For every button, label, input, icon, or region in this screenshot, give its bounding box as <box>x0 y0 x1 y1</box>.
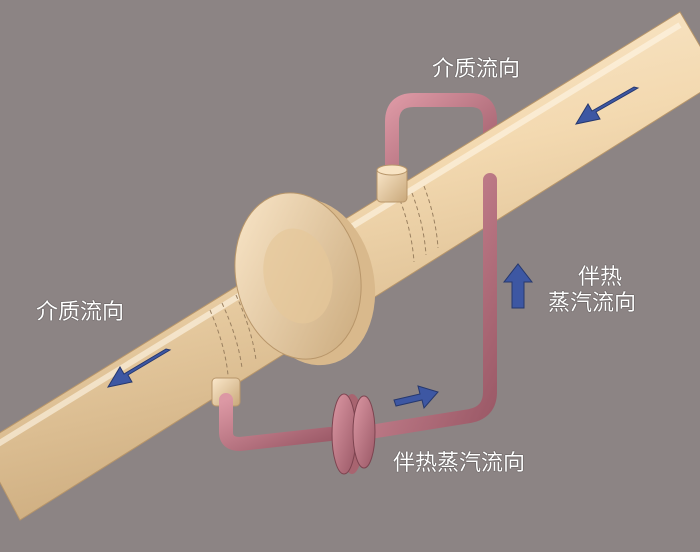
steam-flow-label-bottom: 伴热蒸汽流向 <box>393 451 526 476</box>
medium-flow-arrow-upper <box>574 86 640 125</box>
tracer-pipe-lower <box>219 393 337 452</box>
flow-arrows <box>106 86 640 410</box>
steam-flow-label-right-line1: 伴热 <box>578 265 623 290</box>
medium-flow-label-left: 介质流向 <box>36 300 125 325</box>
jacket-dashed-lines <box>209 185 439 376</box>
steam-flow-arrow-bottom <box>393 385 439 410</box>
steam-flow-arrow-right <box>502 263 534 309</box>
steam-flow-label-right: 伴热 蒸汽流向 <box>548 265 636 317</box>
tracer-pipe-upper <box>385 93 497 187</box>
tracer-small-flange <box>331 393 376 475</box>
medium-flow-label-top: 介质流向 <box>432 57 521 82</box>
main-flange <box>234 192 376 366</box>
tracer-pipe-right-leg <box>363 173 497 439</box>
medium-flow-arrow-lower <box>106 348 172 388</box>
steam-flow-label-right-line2: 蒸汽流向 <box>548 291 637 316</box>
